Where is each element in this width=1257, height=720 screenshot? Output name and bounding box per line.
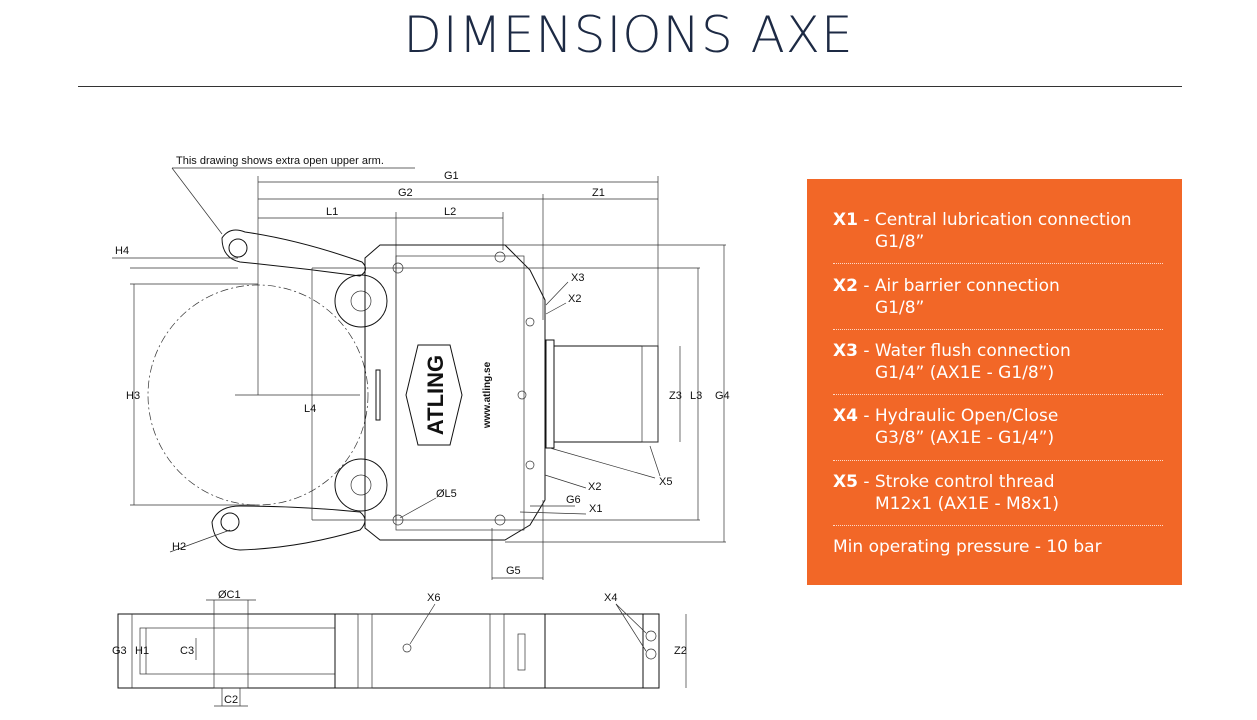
lower-arm-pivot [220, 512, 240, 532]
label-x6: X6 [427, 592, 440, 604]
label-x2-top: X2 [568, 293, 581, 305]
label-g2: G2 [398, 187, 413, 199]
cylinder-body [553, 345, 659, 443]
side-view-window [517, 633, 526, 671]
leader-x3 [545, 281, 569, 306]
legend-footer: Min operating pressure - 10 bar [833, 537, 1102, 557]
title-divider [78, 86, 1182, 87]
label-l5: ØL5 [436, 488, 457, 500]
legend-panel: X1 - Central lubrication connection G1/8… [807, 179, 1182, 585]
legend-item-x4: X4 - Hydraulic Open/Close G3/8” (AX1E - … [833, 406, 1059, 448]
label-g6: G6 [566, 494, 581, 506]
logo-text: ATLING [423, 355, 448, 435]
bolt [525, 317, 535, 327]
leader-x2-top [545, 302, 567, 315]
page-title: DIMENSIONS AXE [403, 6, 854, 64]
lower-jaw-pin [350, 474, 372, 496]
label-x5: X5 [659, 476, 672, 488]
legend-item-x5: X5 - Stroke control thread M12x1 (AX1E -… [833, 472, 1059, 514]
label-x2-bottom: X2 [588, 481, 601, 493]
legend-separator [833, 263, 1163, 264]
label-z3: Z3 [669, 390, 682, 402]
label-z2: Z2 [674, 645, 687, 657]
label-g3: G3 [112, 645, 127, 657]
bolt [494, 251, 506, 263]
leader-x6 [409, 603, 436, 645]
legend-separator [833, 394, 1163, 395]
legend-separator [833, 525, 1163, 526]
leader-x5 [649, 445, 661, 477]
leader-h2 [169, 529, 231, 553]
cylinder-flange [545, 339, 555, 449]
label-l3: L3 [690, 390, 702, 402]
side-view-arm-inner [139, 627, 336, 675]
label-l2: L2 [444, 206, 456, 218]
upper-jaw [334, 274, 388, 328]
leader-x1 [519, 511, 587, 515]
leader-x5b [549, 447, 656, 479]
drawing-note: This drawing shows extra open upper arm. [176, 155, 384, 167]
legend-item-x1: X1 - Central lubrication connection G1/8… [833, 210, 1132, 252]
port-x4-lower [645, 648, 657, 660]
label-z1: Z1 [592, 187, 605, 199]
port-x4-upper [645, 630, 657, 642]
upper-arm-pivot [228, 238, 248, 258]
side-view-end [642, 613, 660, 689]
label-x1: X1 [589, 503, 602, 515]
bolt [517, 390, 527, 400]
label-g4: G4 [715, 390, 730, 402]
legend-item-x3: X3 - Water flush connection G1/4” (AX1E … [833, 341, 1071, 383]
main-body [364, 244, 546, 541]
side-view-body [334, 613, 546, 689]
lower-arm [211, 505, 366, 551]
side-view-arm [117, 613, 336, 689]
lower-jaw [334, 458, 388, 512]
label-h3: H3 [126, 390, 140, 402]
label-x3: X3 [571, 272, 584, 284]
upper-arm [221, 229, 366, 277]
leader-x4a [615, 603, 647, 634]
label-c2: C2 [224, 694, 238, 706]
side-view-bore [213, 613, 249, 689]
legend-separator [833, 460, 1163, 461]
logo-plate [405, 344, 463, 446]
label-g1: G1 [444, 170, 459, 182]
label-h2: H2 [172, 541, 186, 553]
label-c3: C3 [180, 645, 194, 657]
side-view-rib [357, 613, 373, 689]
bolt [525, 460, 535, 470]
label-x4: X4 [604, 592, 617, 604]
leader-l5 [399, 497, 437, 519]
label-c1: ØC1 [218, 589, 241, 601]
label-g5: G5 [506, 565, 521, 577]
label-l4: L4 [304, 403, 316, 415]
label-h4: H4 [115, 245, 129, 257]
cylinder-end [641, 345, 659, 443]
leader-x4b [615, 603, 647, 652]
body-inner [395, 255, 525, 531]
port-x6 [402, 643, 412, 653]
legend-item-x2: X2 - Air barrier connection G1/8” [833, 276, 1060, 318]
side-slot [375, 369, 381, 421]
label-h1: H1 [135, 645, 149, 657]
side-view-rib [489, 613, 505, 689]
legend-separator [833, 329, 1163, 330]
side-view-cylinder [544, 613, 644, 689]
note-leader [171, 167, 223, 235]
website-text: www.atling.se [482, 361, 493, 429]
leader-x2-bottom [544, 474, 587, 489]
upper-jaw-pin [350, 290, 372, 312]
label-l1: L1 [326, 206, 338, 218]
